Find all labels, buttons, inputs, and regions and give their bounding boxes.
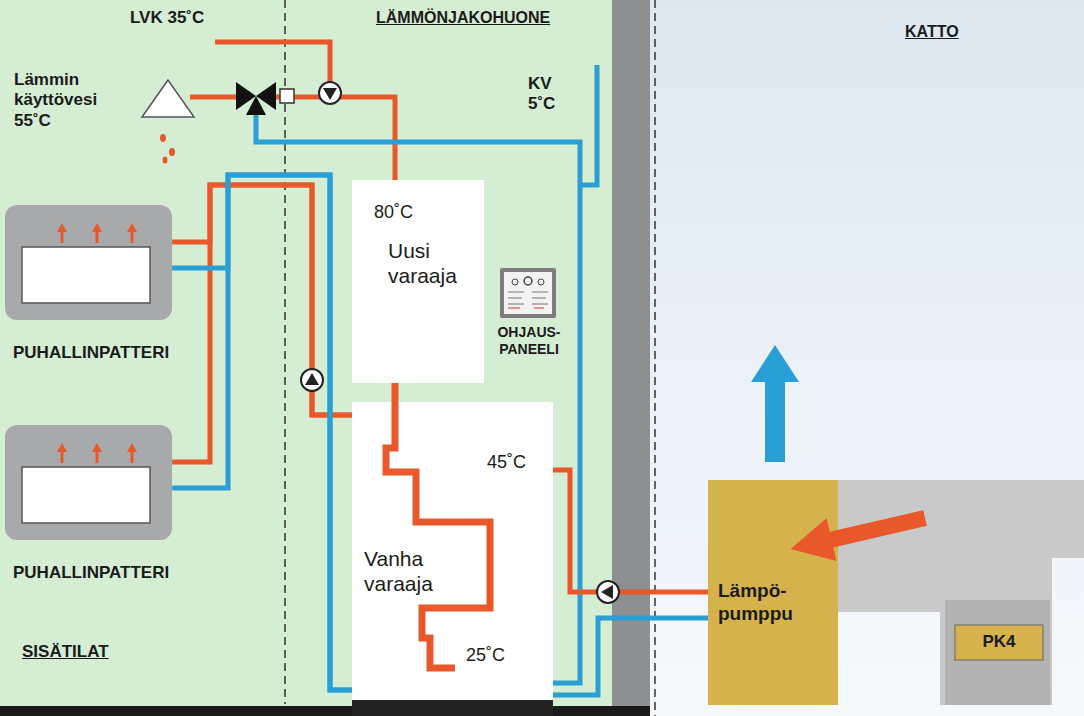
heat-arrow — [57, 443, 67, 452]
heat-arrow — [127, 443, 137, 452]
heat-pump-name: Lämpö- pumppu — [718, 580, 793, 626]
new-tank-shape — [352, 180, 484, 383]
hot-pipe — [190, 95, 238, 100]
pipe-connector — [172, 185, 352, 415]
zone-divider — [654, 0, 656, 716]
control-panel: OHJAUS- PANEELI — [496, 266, 564, 364]
water-drop — [160, 134, 166, 142]
exhaust-arrow — [751, 345, 799, 462]
roof-sky — [650, 0, 1084, 716]
pipe-label: LVK 35˚C — [130, 8, 204, 28]
fan-coil-face — [22, 247, 150, 303]
pump-symbol — [601, 585, 613, 599]
zone-name: KATTO — [905, 22, 959, 41]
fan-coil-name: PUHALLINPATTERI — [13, 563, 169, 583]
pump-symbol — [323, 88, 337, 100]
room-name: LÄMMÖNJAKOHUONE — [376, 8, 550, 27]
water-drop — [163, 157, 168, 164]
old-tank-shape — [352, 402, 553, 700]
fan-coil-housing — [5, 205, 172, 320]
pipe-connector — [553, 470, 708, 592]
new-storage-tank: 80˚C Uusi varaaja — [352, 180, 484, 383]
zone-name: SISÄTILAT — [22, 642, 109, 662]
fan-coil: PUHALLINPATTERI — [5, 425, 172, 585]
pipe-connector — [392, 383, 399, 402]
control-knob — [538, 279, 544, 285]
tank-base — [352, 700, 553, 716]
fan-coil-housing — [5, 425, 172, 540]
indoor-ground — [0, 0, 612, 716]
pipe-connector — [172, 175, 352, 690]
pump-symbol — [301, 369, 323, 391]
hot-pipe — [272, 97, 395, 180]
outdoor-unit-shadow — [945, 600, 1050, 705]
pump-symbol — [319, 82, 341, 104]
outdoor-unit — [838, 480, 1084, 705]
pipe-connector — [553, 618, 708, 695]
water-drop — [169, 148, 175, 156]
temperature-label: 25˚C — [466, 645, 505, 667]
pipe-connector — [172, 175, 352, 690]
heat-pump-shape — [708, 480, 838, 705]
intake-arrow — [786, 497, 930, 571]
old-storage-tank: 45˚C Vanha varaaja 25˚C — [352, 402, 553, 700]
cold-pipe — [580, 65, 597, 185]
zone-divider — [284, 0, 286, 704]
pump-symbol — [597, 581, 619, 603]
pk4-shape — [955, 625, 1043, 660]
pk4-box: PK4 — [955, 625, 1043, 660]
fan-coil-face — [22, 467, 150, 523]
wall — [612, 0, 650, 716]
cold-water-label: KV 5˚C — [528, 74, 555, 115]
heating-coil — [386, 402, 490, 668]
heat-arrow — [92, 223, 102, 232]
heat-arrow — [92, 443, 102, 452]
control-panel-lines — [508, 292, 548, 304]
heat-arrow — [57, 223, 67, 232]
heat-pump: Lämpö- pumppu — [708, 480, 838, 705]
cold-pipe — [256, 110, 580, 683]
hot-water-label: Lämmin käyttövesi 55˚C — [14, 70, 97, 131]
pipe-connector — [172, 185, 352, 462]
control-panel-frame — [500, 268, 556, 318]
tank-name: Vanha varaaja — [364, 546, 433, 596]
valve-actuator — [280, 89, 294, 103]
fan-coil-name: PUHALLINPATTERI — [13, 343, 169, 363]
temperature-label: 45˚C — [487, 452, 526, 474]
control-knob — [512, 279, 518, 285]
hot-water-tap — [142, 80, 194, 117]
valve-symbol — [246, 96, 266, 115]
fan-coil: PUHALLINPATTERI — [5, 205, 172, 365]
tank-name: Uusi varaaja — [388, 238, 457, 288]
temperature-label: 80˚C — [374, 202, 413, 224]
control-panel-face — [504, 272, 552, 314]
unit-code: PK4 — [982, 632, 1015, 652]
control-panel-lines — [508, 308, 544, 309]
heat-arrow — [127, 223, 137, 232]
control-knob — [524, 277, 532, 285]
panel-name: OHJAUS- PANEELI — [497, 324, 560, 358]
pump-symbol — [305, 373, 319, 385]
